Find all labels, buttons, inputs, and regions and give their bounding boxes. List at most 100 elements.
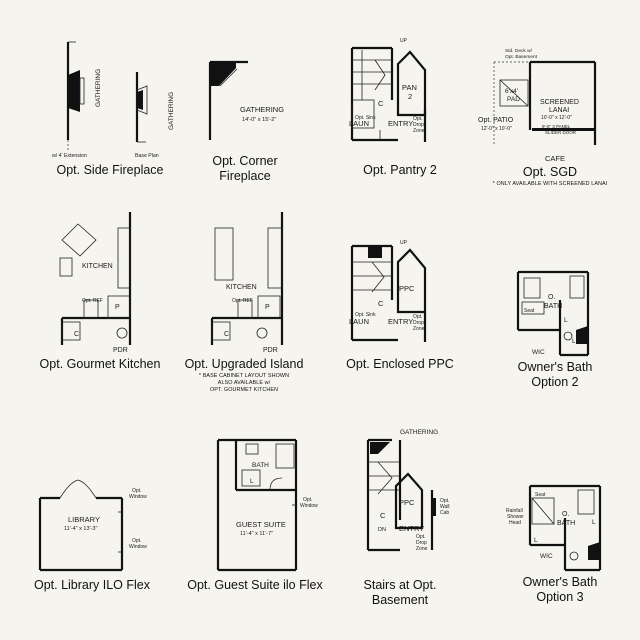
door-swing [77, 479, 97, 499]
label-down: DN [378, 527, 386, 533]
label-slider: SLIDER DOOR [545, 130, 577, 135]
label-drop-zone: Opt. [416, 534, 425, 540]
label-sink: Opt. Sink [355, 312, 376, 318]
label-drop-zone: Drop [416, 540, 427, 546]
label-drop-zone: Drop [413, 320, 424, 326]
fireplace-solid [68, 70, 80, 112]
label-pantry: P [265, 304, 270, 311]
label-rainfall: Head [509, 520, 521, 526]
label-closet: C [378, 299, 384, 308]
side-fireplace-plan: GATHERING GATHERING w/ 4' Extension Base… [52, 41, 175, 159]
caption-gourmet-kitchen: Opt. Gourmet Kitchen [39, 357, 161, 371]
stairs-basement-plan: GATHERING L PPC C DN ENTRY Opt. Wall Cab… [366, 429, 450, 552]
door-swing [59, 479, 79, 499]
label-wall-cab: Cab [440, 510, 449, 516]
caption-stairs-basement: Stairs at Opt.Basement [363, 578, 437, 607]
caption-upgraded-island: Opt. Upgraded Island [184, 357, 304, 371]
library-plan: LIBRARY 11'-4" x 13'-3" Opt. Window Opt.… [38, 479, 147, 572]
label-drop-zone: Drop [413, 122, 424, 128]
label-bath: BATH [252, 462, 269, 469]
label-entry: ENTRY [388, 119, 413, 128]
label-sink: Opt. Sink [355, 115, 376, 121]
label-powder: PDR [113, 347, 128, 354]
label-cafe: CAFE [545, 154, 565, 163]
label-rainfall: Rainfall [506, 508, 523, 514]
gourmet-kitchen-plan: KITCHEN Opt. REF P C PDR [59, 212, 132, 354]
guest-suite-plan: BATH L GUEST SUITE 11'-4" x 11'-7" Opt. … [216, 438, 318, 572]
label-obath: O. [548, 294, 555, 301]
label-wic: WIC [540, 553, 553, 560]
label-patio: Opt. PATIO [478, 117, 514, 124]
label-linen: L [572, 338, 576, 345]
caption-sgd: Opt. SGD [522, 165, 578, 179]
label-drop-zone: Zone [413, 326, 425, 332]
label-dims: 14'-0" x 15'-2" [242, 117, 276, 123]
slider-door [532, 128, 594, 131]
label-window: Window [300, 503, 318, 509]
label-closet: C [224, 331, 229, 338]
label-deck: Std. Deck w/ [505, 48, 533, 54]
label-base-plan: Base Plan [135, 153, 159, 159]
label-linen: L [534, 537, 538, 544]
label-pantry-number: 2 [408, 92, 412, 101]
label-gathering: GATHERING [168, 92, 175, 130]
caption-library-flex: Opt. Library ILO Flex [33, 578, 150, 592]
label-wall-cab: Opt. [440, 498, 449, 504]
label-powder: PDR [263, 347, 278, 354]
pantry-outline [396, 50, 427, 117]
label-slider: 9'-0" 3 PANEL [542, 124, 571, 129]
fireplace-solid [211, 63, 236, 86]
label-rainfall: Shower [507, 514, 524, 520]
label-dims: 11'-4" x 11'-7" [240, 531, 273, 537]
label-obath: O. [562, 511, 569, 518]
ppc-outline [394, 472, 424, 530]
label-patio-dims: 12'-0" x 10'-0" [481, 126, 512, 132]
pad-outline [499, 79, 529, 107]
label-ref: Opt. REF [232, 298, 253, 304]
door-swing [269, 477, 283, 491]
label-entry: ENTRY [388, 317, 413, 326]
label-pad: 6'x4' [505, 88, 518, 95]
label-pantry: PAN [402, 83, 417, 92]
caption-guest-suite: Opt. Guest Suite ilo Flex [187, 578, 323, 592]
label-closet: C [378, 99, 384, 108]
label-window: Opt. [132, 488, 141, 494]
label-seat: Seat [535, 492, 546, 498]
island-outline [214, 227, 234, 281]
label-lanai: SCREENED [540, 99, 579, 106]
owners-bath-2-plan: O. BATH Seat WIC L L [516, 270, 590, 357]
label-laundry: LAUN [349, 119, 369, 128]
label-extension: w/ 4' Extension [52, 153, 87, 159]
label-wall-cab: Wall [440, 504, 450, 510]
label-guest-suite: GUEST SUITE [236, 520, 286, 529]
caption-enclosed-ppc: Opt. Enclosed PPC [346, 357, 454, 371]
caption-pantry-2: Opt. Pantry 2 [363, 163, 437, 177]
label-ppc: PPC [399, 284, 415, 293]
label-linen: L [250, 478, 254, 485]
label-drop-zone: Opt. [413, 314, 422, 320]
label-closet: C [380, 511, 386, 520]
label-obath: BATH [557, 520, 575, 527]
label-lanai: LANAI [549, 107, 569, 114]
island-outline [61, 223, 97, 257]
label-window: Window [129, 544, 147, 550]
label-window: Window [129, 494, 147, 500]
sgd-plan: Std. Deck w/ Opt. Basement 6'x4' PAD SCR… [478, 48, 597, 163]
label-closet: C [74, 331, 79, 338]
pantry-plan: UP PAN 2 C Opt. Sink LAUN ENTRY Opt. Dro… [349, 38, 427, 142]
label-seat: Seat [524, 308, 535, 314]
label-gathering: GATHERING [400, 429, 438, 436]
label-up: UP [400, 240, 408, 246]
label-ppc: PPC [399, 498, 415, 507]
caption-side-fireplace: Opt. Side Fireplace [56, 163, 164, 177]
label-drop-zone: Zone [413, 128, 425, 134]
ppc-outline [396, 248, 427, 314]
label-library: LIBRARY [68, 515, 100, 524]
label-drop-zone: Zone [416, 546, 428, 552]
label-deck: Opt. Basement [505, 54, 538, 60]
